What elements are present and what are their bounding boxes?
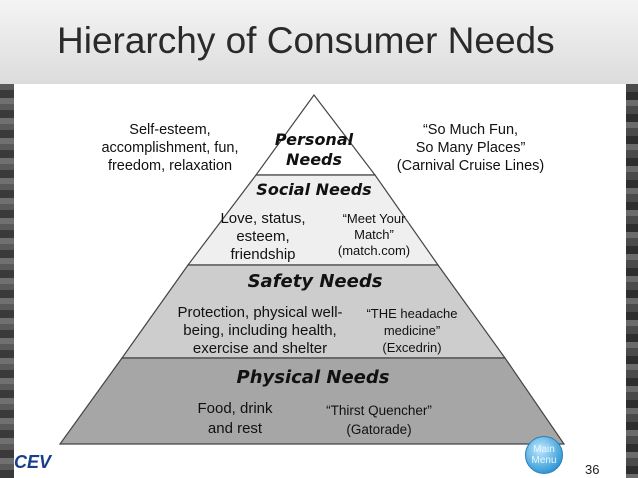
title-bar: Hierarchy of Consumer Needs <box>0 0 638 84</box>
personal-needs-description: Self-esteem, accomplishment, fun, freedo… <box>101 122 239 174</box>
social-needs-description: Love, status, esteem, friendship <box>220 210 306 263</box>
safety-needs-description: Protection, physical well- being, includ… <box>177 304 343 357</box>
personal-needs-example: “So Much Fun, So Many Places” (Carnival … <box>396 122 545 174</box>
level-name-safety: Safety Needs <box>247 271 383 292</box>
slide-title: Hierarchy of Consumer Needs <box>57 20 555 61</box>
main-menu-button[interactable]: Main Menu <box>525 436 563 474</box>
cev-logo: CEV <box>14 452 52 472</box>
social-needs-example: “Meet Your Match” (match.com) <box>337 211 411 258</box>
level-name-social: Social Needs <box>256 180 372 199</box>
level-name-physical: Physical Needs <box>236 367 390 388</box>
pyramid-level-physical <box>58 357 566 445</box>
level-name-personal: Personal Needs <box>274 130 354 169</box>
right-decorative-strip <box>626 84 638 478</box>
left-decorative-strip <box>0 84 14 478</box>
safety-needs-example: “THE headache medicine” (Excedrin) <box>366 306 458 355</box>
physical-needs-description: Food, drink and rest <box>197 400 273 437</box>
physical-needs-example: “Thirst Quencher” (Gatorade) <box>326 403 432 437</box>
page-number: 36 <box>585 462 600 477</box>
